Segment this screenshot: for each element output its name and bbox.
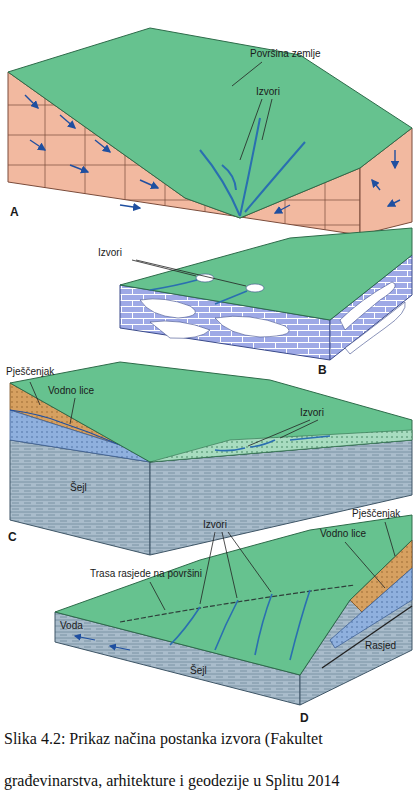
part-label: Vodno lice (320, 528, 366, 540)
panel-letter: A (10, 205, 19, 219)
part-label: Izvori (256, 86, 280, 98)
part-label: Vodno lice (48, 385, 94, 397)
part-label: Šejl (70, 482, 87, 494)
panel-letter: C (8, 530, 17, 544)
part-label: Izvori (203, 519, 227, 531)
part-label: Trasa rasjede na površini (90, 568, 202, 580)
part-label: Pješčenjak (6, 366, 54, 378)
panel-letter: D (300, 711, 309, 725)
panel-letter: B (318, 363, 327, 377)
part-label: Izvori (300, 407, 324, 419)
part-label: Voda (60, 620, 83, 632)
part-label: Pješčenjak (352, 508, 400, 520)
part-label: Izvori (98, 247, 122, 259)
part-label: Šejl (190, 665, 207, 677)
part-label: Površina zemlje (250, 48, 321, 60)
part-label: Rasjed (365, 640, 396, 652)
figure-caption: Slika 4.2: Prikaz načina postanka izvora… (4, 718, 416, 802)
